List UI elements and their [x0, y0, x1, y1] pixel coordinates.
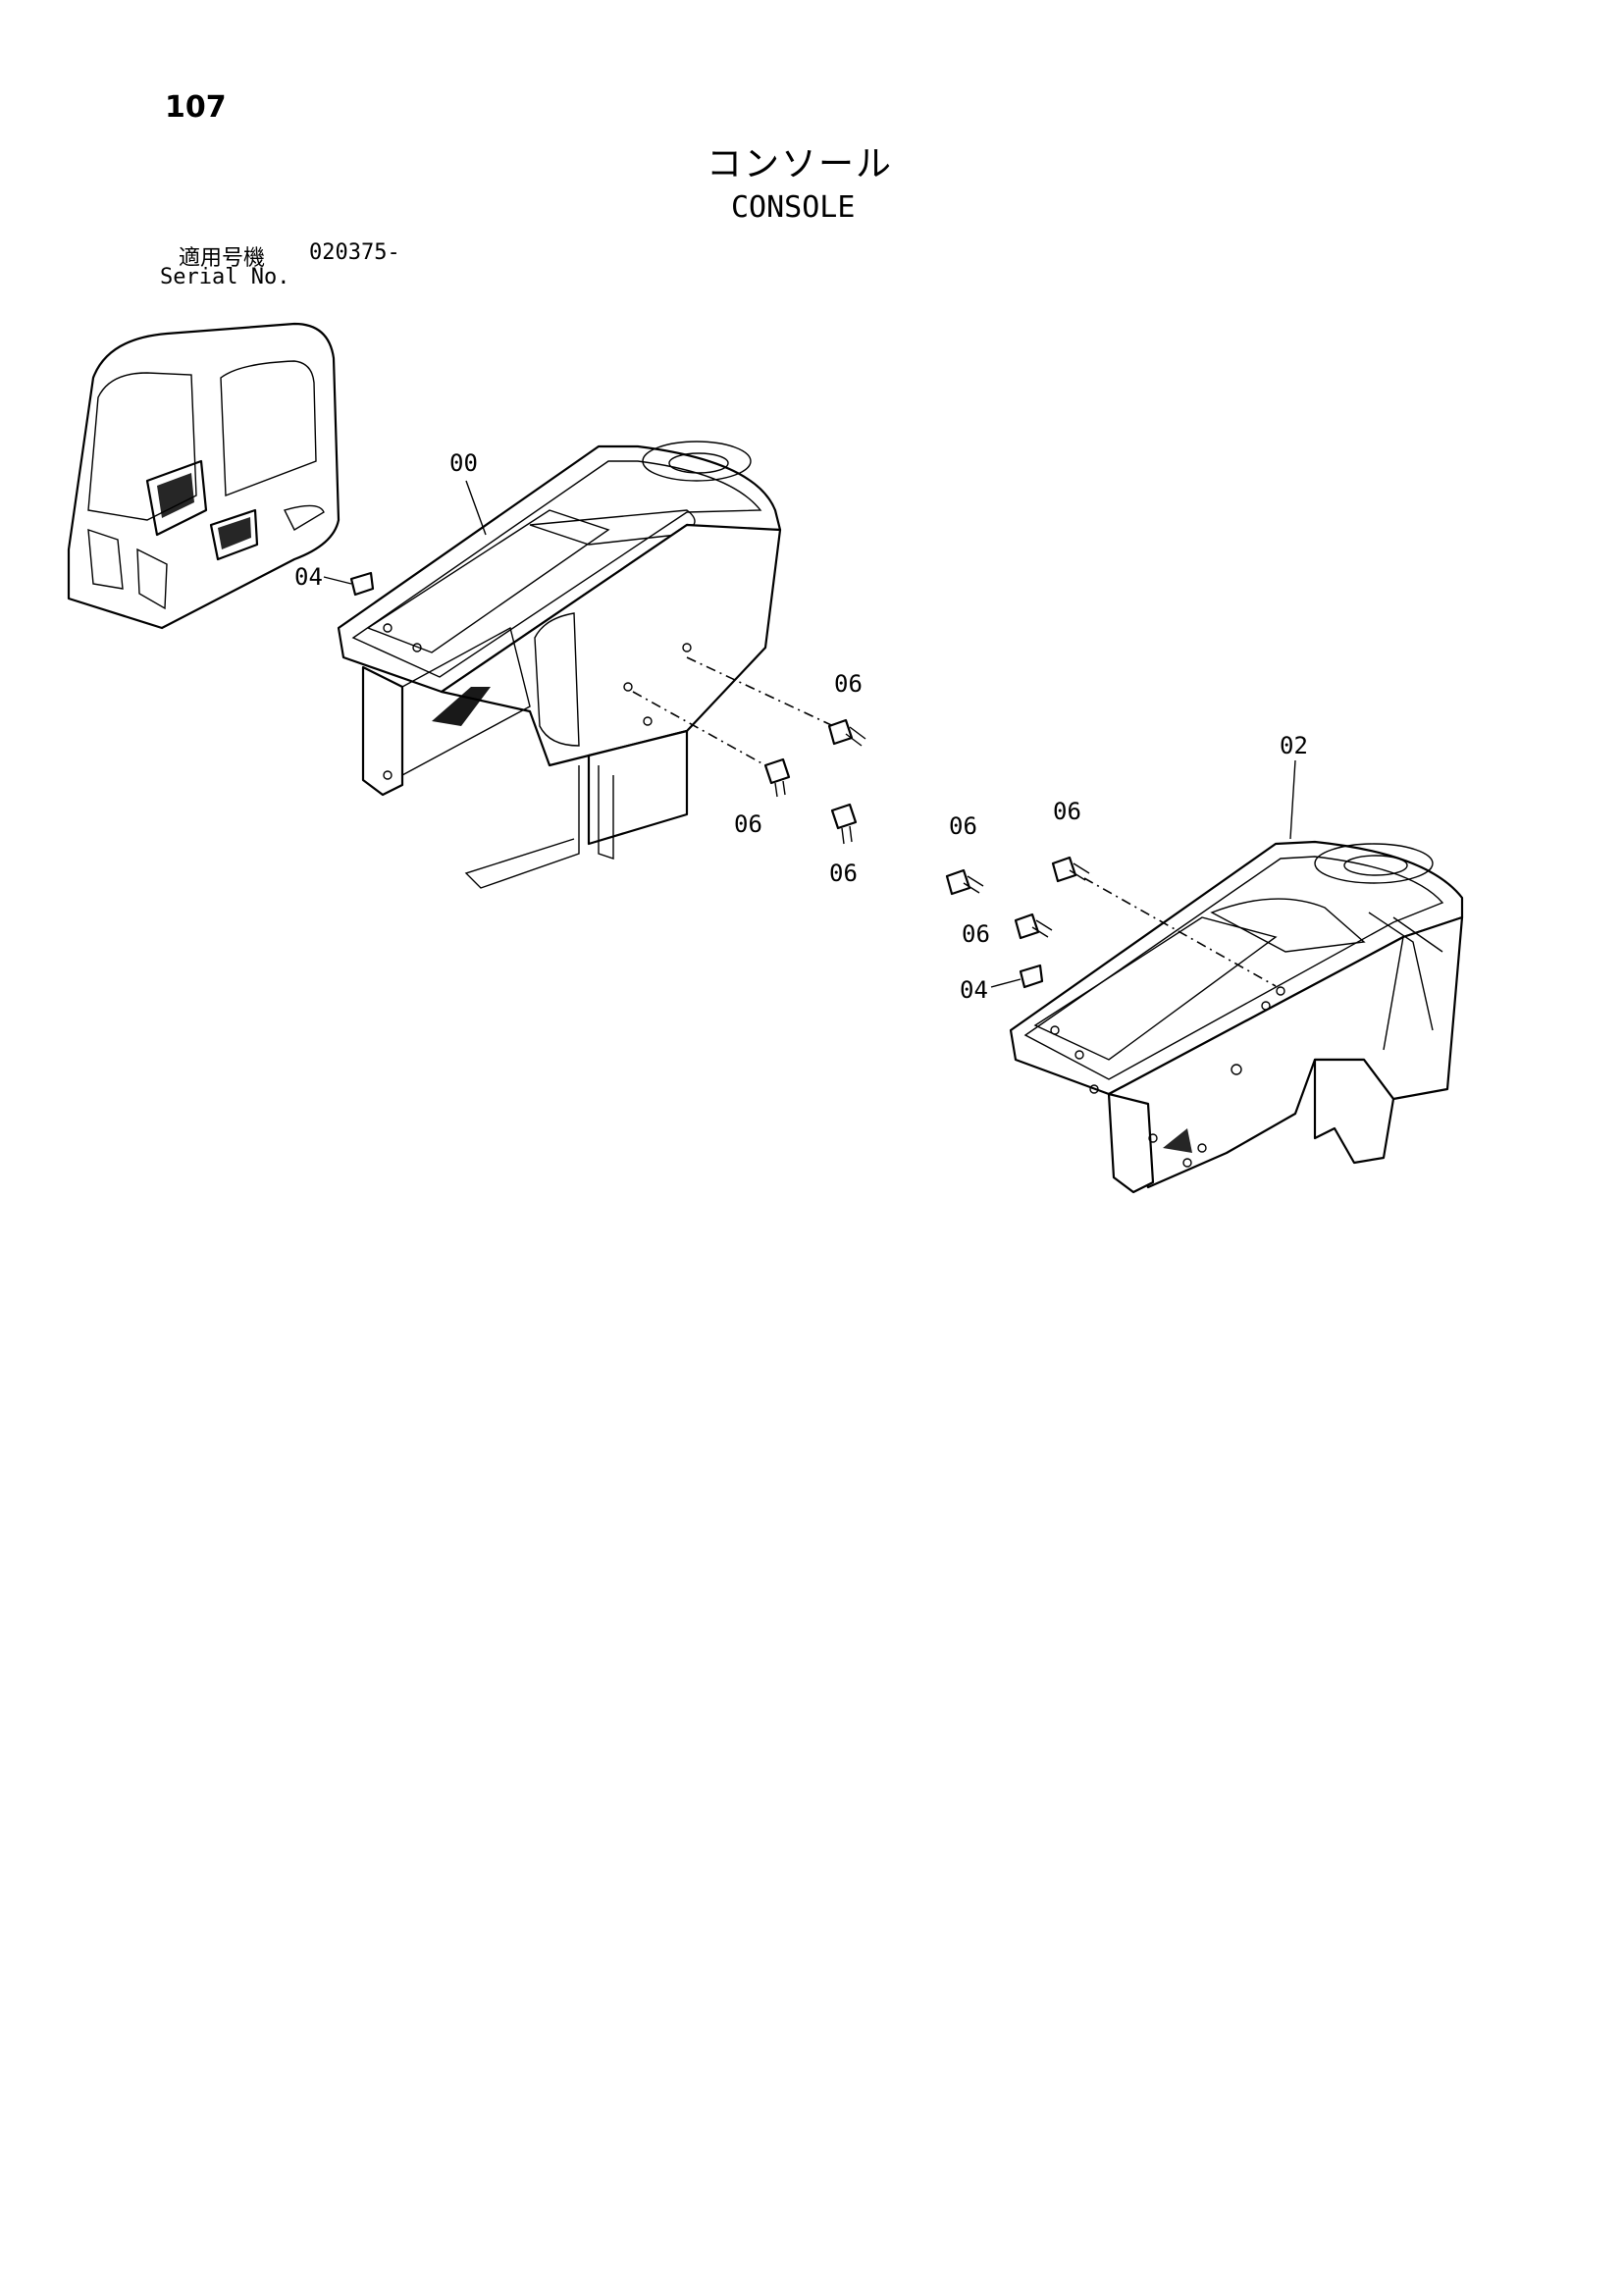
callout-06-c: 06: [829, 860, 858, 887]
cab-location-thumbnail: [67, 322, 341, 630]
callout-02: 02: [1280, 732, 1308, 759]
title-english: CONSOLE: [731, 190, 856, 225]
title-japanese: コンソール: [707, 144, 894, 184]
callout-06-e: 06: [1053, 798, 1081, 825]
callout-04-lower: 04: [960, 976, 988, 1004]
serial-label-japanese: 適用号機: [179, 246, 266, 271]
bolt-06-e: [1051, 856, 1090, 883]
bolt-06-c: [830, 803, 858, 845]
callout-06-d: 06: [949, 812, 977, 840]
bolt-06-a: [827, 718, 866, 747]
console-assembly-02: [1009, 840, 1464, 1194]
page-number: 107: [165, 90, 227, 125]
bolt-06-b: [763, 757, 791, 798]
callout-00: 00: [449, 449, 478, 477]
callout-06-a: 06: [834, 670, 863, 698]
callout-06-b: 06: [734, 810, 762, 838]
console-assembly-00: [337, 441, 782, 889]
callout-04-upper: 04: [294, 563, 323, 591]
serial-number-value: 020375-: [309, 240, 400, 265]
callout-06-f: 06: [962, 920, 990, 948]
bolt-06-f: [1014, 913, 1053, 940]
serial-label-english: Serial No.: [160, 265, 290, 289]
bolt-06-d: [945, 868, 984, 896]
